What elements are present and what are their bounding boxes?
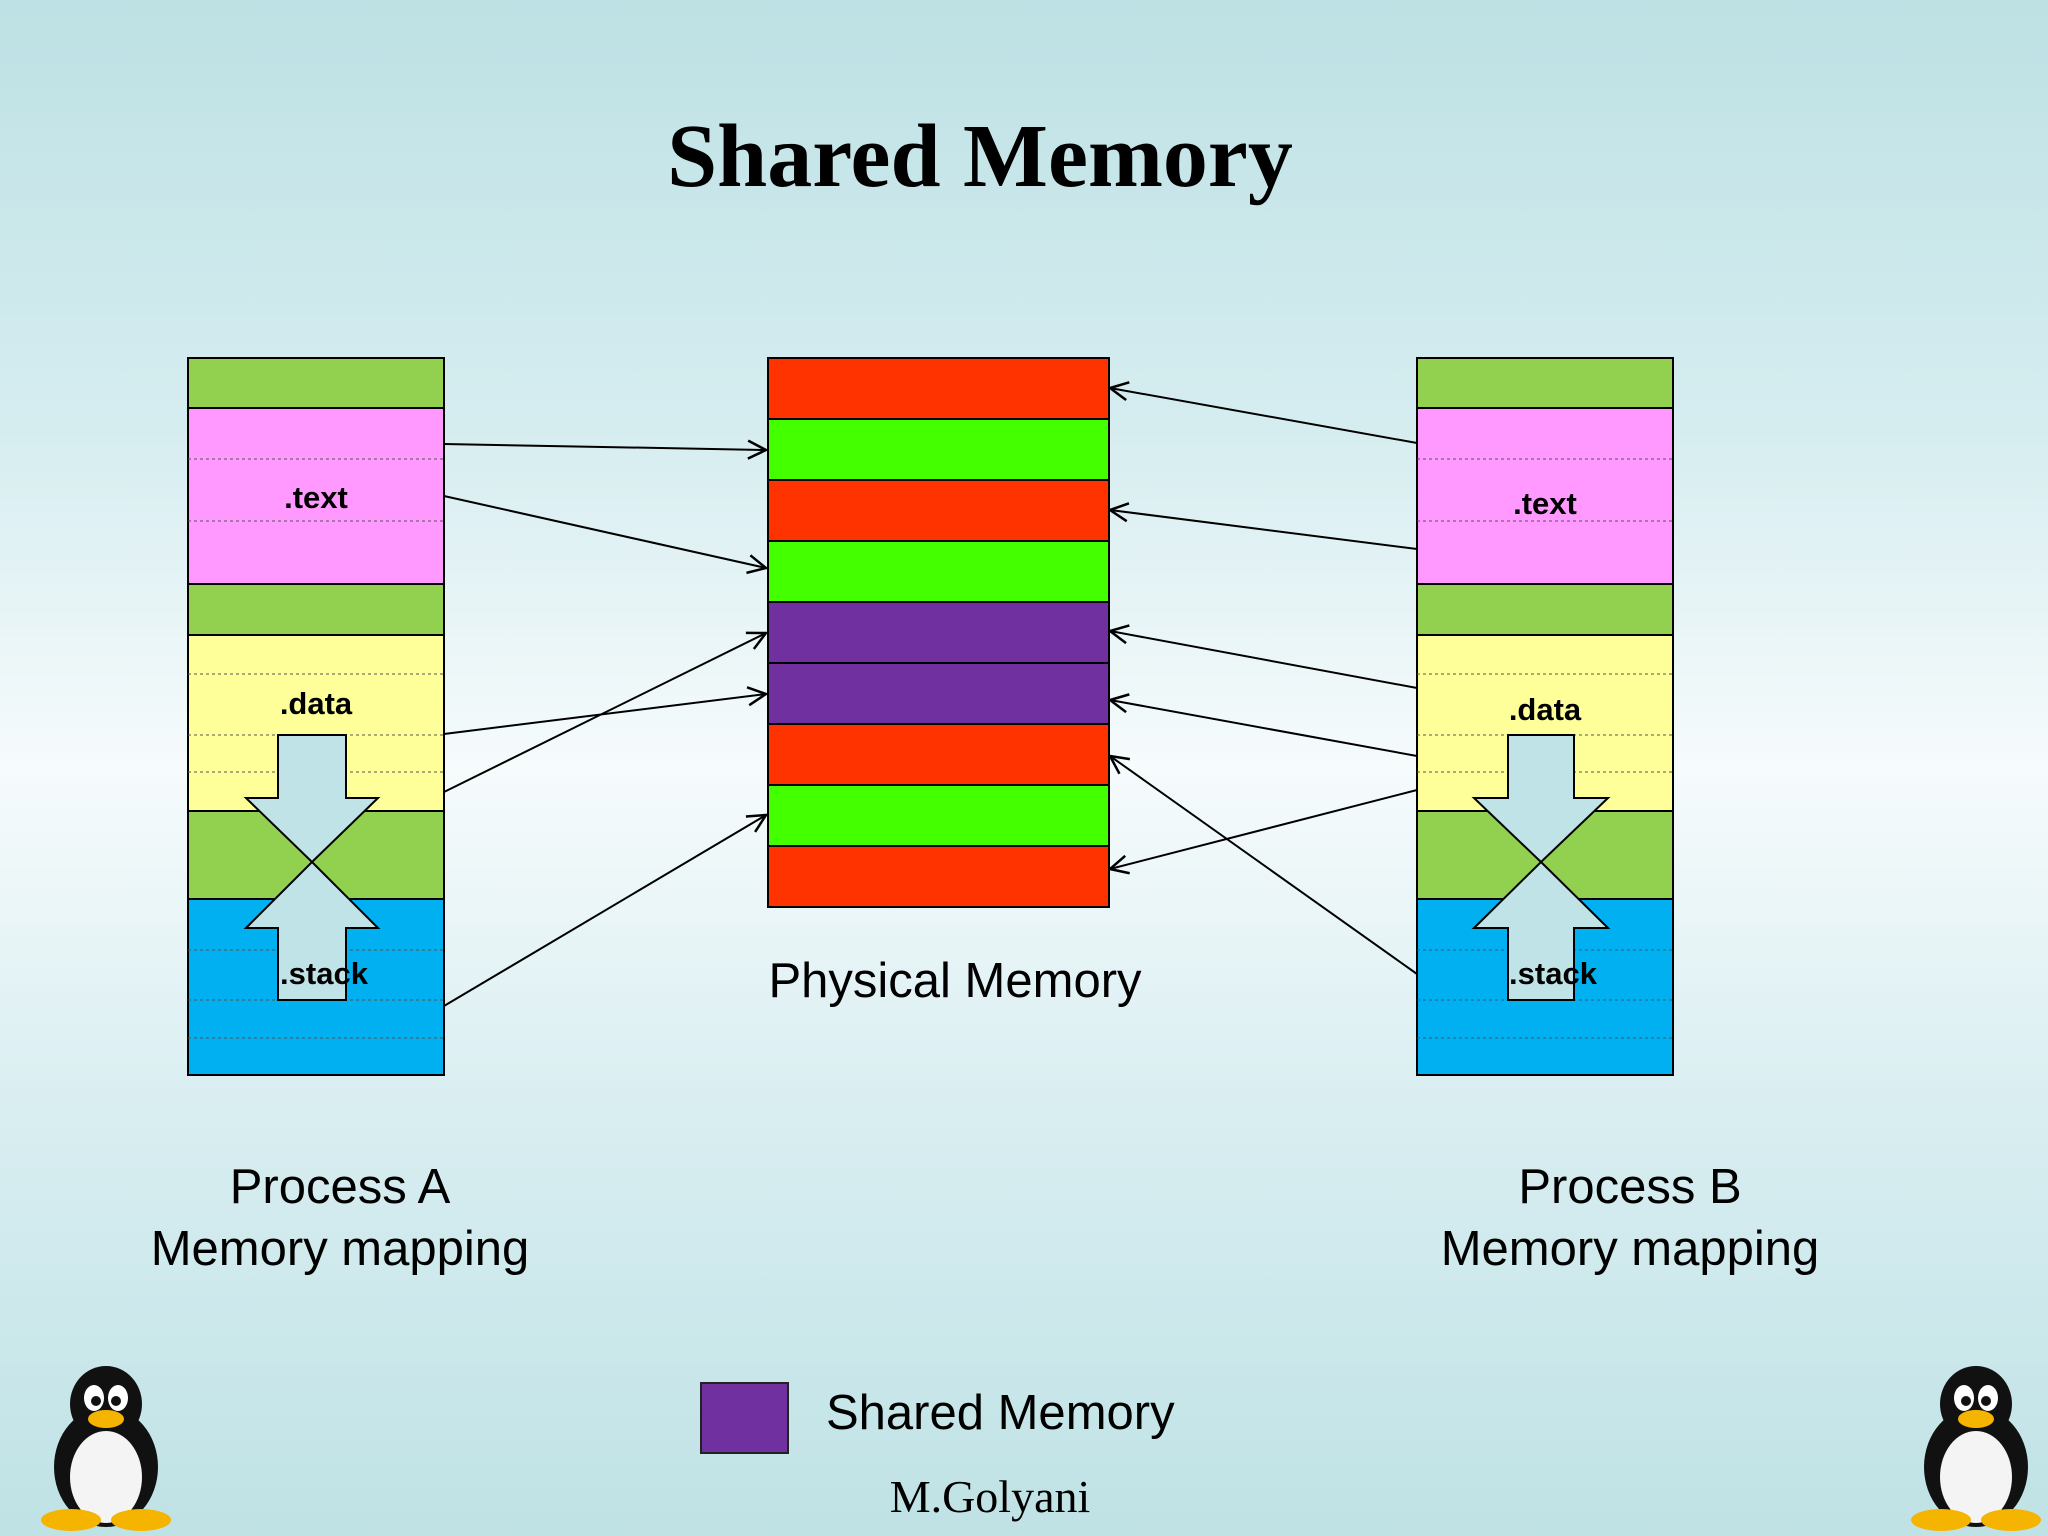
- arrow-b-data-2: [1110, 700, 1418, 757]
- process-a-heap-grow-arrow: [243, 734, 381, 864]
- author-credit: M.Golyani: [889, 1471, 1091, 1522]
- process-b-caption: Process B Memory mapping: [1400, 1156, 1860, 1280]
- legend-label: Shared Memory: [826, 1386, 1175, 1440]
- arrow-b-data-3: [1110, 789, 1418, 869]
- arrow-a-text-2: [443, 495, 766, 568]
- arrow-a-data-1: [443, 694, 766, 735]
- tux-penguin-icon-right: [1911, 1366, 2041, 1531]
- process-a-memory-column: .text .data .stack: [187, 357, 445, 1076]
- physical-block-red: [767, 479, 1110, 542]
- process-b-memory-column: .text .data .stack: [1416, 357, 1674, 1076]
- process-a-stack-grow-arrow: [243, 860, 381, 1001]
- process-b-caption-line2: Memory mapping: [1440, 1222, 1820, 1276]
- process-b-data-label: .data: [1509, 692, 1582, 727]
- process-b-heap-grow-arrow: [1471, 734, 1611, 864]
- physical-memory-label: Physical Memory: [768, 954, 1142, 1008]
- process-b-stack-grow-arrow: [1471, 860, 1611, 1001]
- physical-block-red: [767, 845, 1110, 908]
- process-a-text-label: .text: [284, 480, 348, 515]
- process-a-caption-line1: Process A: [229, 1160, 451, 1214]
- process-a-stack-label: .stack: [280, 956, 369, 991]
- arrow-b-text-2: [1110, 510, 1418, 550]
- process-a-data-label: .data: [280, 686, 353, 721]
- arrow-a-text-1: [443, 444, 766, 450]
- process-b-text-label: .text: [1513, 486, 1577, 521]
- arrow-b-data-1: [1110, 631, 1418, 689]
- process-a-text-segment: [187, 407, 445, 585]
- arrow-b-stack: [1110, 756, 1418, 975]
- process-b-stack-label: .stack: [1509, 956, 1598, 991]
- physical-block-purple: [767, 601, 1110, 664]
- process-a-data-segment: [187, 634, 445, 812]
- mapping-arrows: [443, 388, 1418, 1007]
- process-b-text-segment: [1416, 407, 1674, 585]
- process-a-caption: Process A Memory mapping: [110, 1156, 570, 1280]
- slide-title: Shared Memory: [667, 107, 1293, 206]
- process-b-caption-line1: Process B: [1518, 1160, 1742, 1214]
- physical-block-green: [767, 418, 1110, 481]
- physical-block-purple: [767, 662, 1110, 725]
- physical-memory-blocks: [767, 357, 1110, 908]
- arrow-b-text-1: [1110, 388, 1418, 444]
- legend-swatch: [700, 1382, 789, 1454]
- process-a-caption-line2: Memory mapping: [150, 1222, 530, 1276]
- physical-block-green: [767, 540, 1110, 603]
- physical-block-red: [767, 357, 1110, 420]
- arrow-a-data-2: [443, 633, 766, 793]
- tux-penguin-icon-left: [41, 1366, 171, 1531]
- physical-block-green: [767, 784, 1110, 847]
- physical-block-red: [767, 723, 1110, 786]
- arrow-a-stack: [443, 815, 766, 1007]
